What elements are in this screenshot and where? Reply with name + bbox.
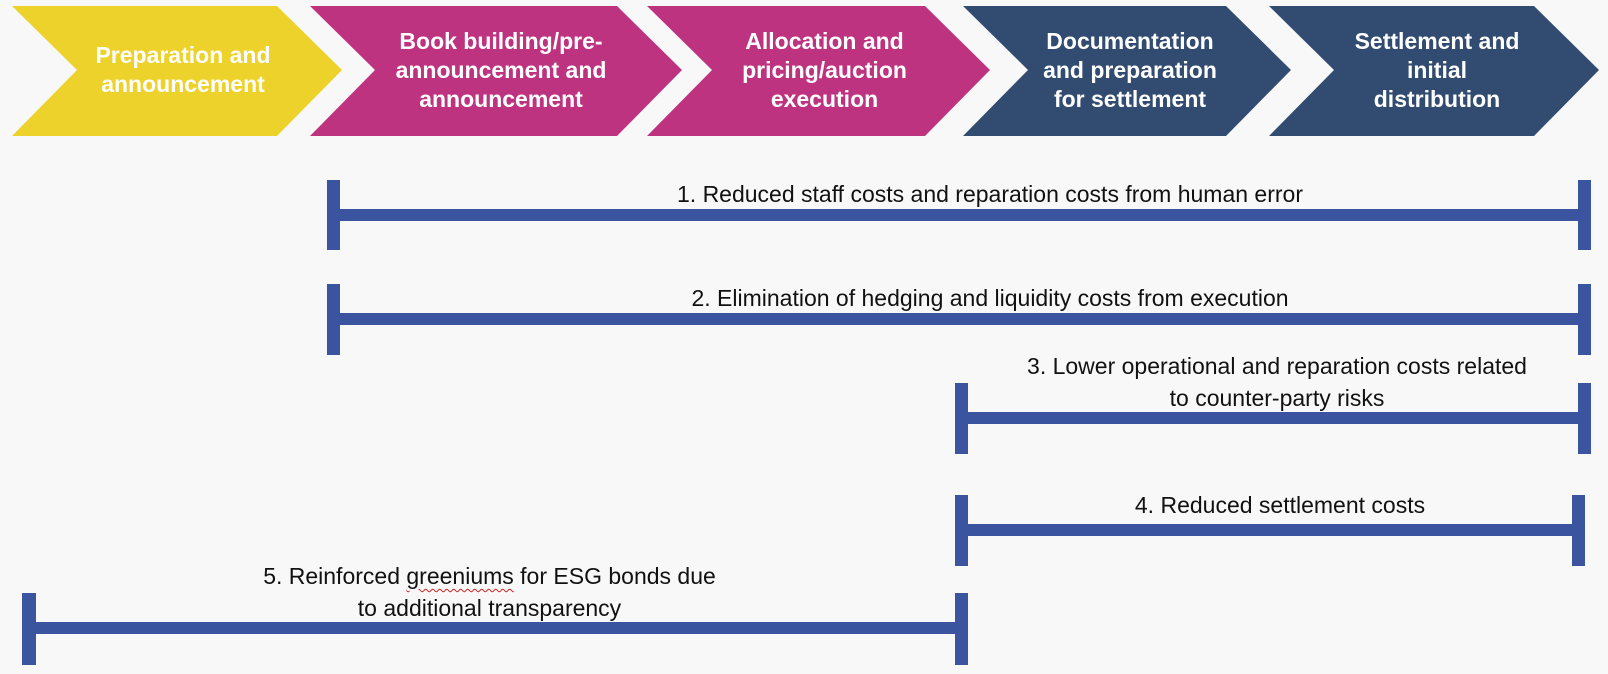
benefit-1-bar bbox=[327, 180, 1591, 250]
spellcheck-flagged-word: greeniums bbox=[406, 563, 514, 589]
benefit-3-line bbox=[955, 412, 1591, 424]
benefit-2-bar bbox=[327, 284, 1591, 355]
benefit-5-bar bbox=[22, 593, 968, 665]
benefit-2-end-cap bbox=[1578, 284, 1591, 355]
stage-chevrons bbox=[12, 6, 1599, 136]
benefit-3-end-cap bbox=[1578, 383, 1591, 454]
stage-1-chevron bbox=[12, 6, 342, 136]
stage-2-chevron bbox=[310, 6, 682, 136]
benefit-3-start-cap bbox=[955, 383, 968, 454]
benefit-5-end-cap bbox=[955, 593, 968, 665]
benefit-2-line bbox=[327, 313, 1591, 325]
stage-3-label: Allocation and pricing/auction execution bbox=[742, 27, 907, 112]
benefit-4-line bbox=[955, 524, 1585, 536]
benefit-bars bbox=[22, 180, 1591, 665]
stage-5-label: Settlement and initial distribution bbox=[1354, 27, 1520, 112]
benefit-4-label: 4. Reduced settlement costs bbox=[1134, 492, 1426, 518]
benefit-4-end-cap bbox=[1572, 495, 1585, 566]
benefit-2-start-cap bbox=[327, 284, 340, 355]
stage-1-label: Preparation and announcement bbox=[95, 42, 271, 97]
benefit-1-line bbox=[327, 209, 1591, 221]
stage-3-chevron bbox=[647, 6, 990, 136]
benefit-4-start-cap bbox=[955, 495, 968, 566]
benefit-5-label: 5. Reinforced greeniums for ESG bonds du… bbox=[263, 563, 716, 621]
benefit-2-label: 2. Elimination of hedging and liquidity … bbox=[691, 285, 1289, 311]
benefit-1-label: 1. Reduced staff costs and reparation co… bbox=[677, 181, 1303, 207]
stage-4-label: Documentation and preparation for settle… bbox=[1043, 27, 1217, 112]
benefit-1-start-cap bbox=[327, 180, 340, 250]
benefit-4-bar bbox=[955, 495, 1585, 566]
benefit-3-label: 3. Lower operational and reparation cost… bbox=[1027, 353, 1527, 411]
stage-2-label: Book building/pre-announcement and annou… bbox=[395, 27, 607, 112]
stage-4-chevron bbox=[963, 6, 1291, 136]
stage-5-chevron bbox=[1269, 6, 1599, 136]
benefit-3-bar bbox=[955, 383, 1591, 454]
benefit-5-start-cap bbox=[22, 593, 36, 665]
benefit-5-line bbox=[22, 622, 968, 634]
benefit-1-end-cap bbox=[1578, 180, 1591, 250]
